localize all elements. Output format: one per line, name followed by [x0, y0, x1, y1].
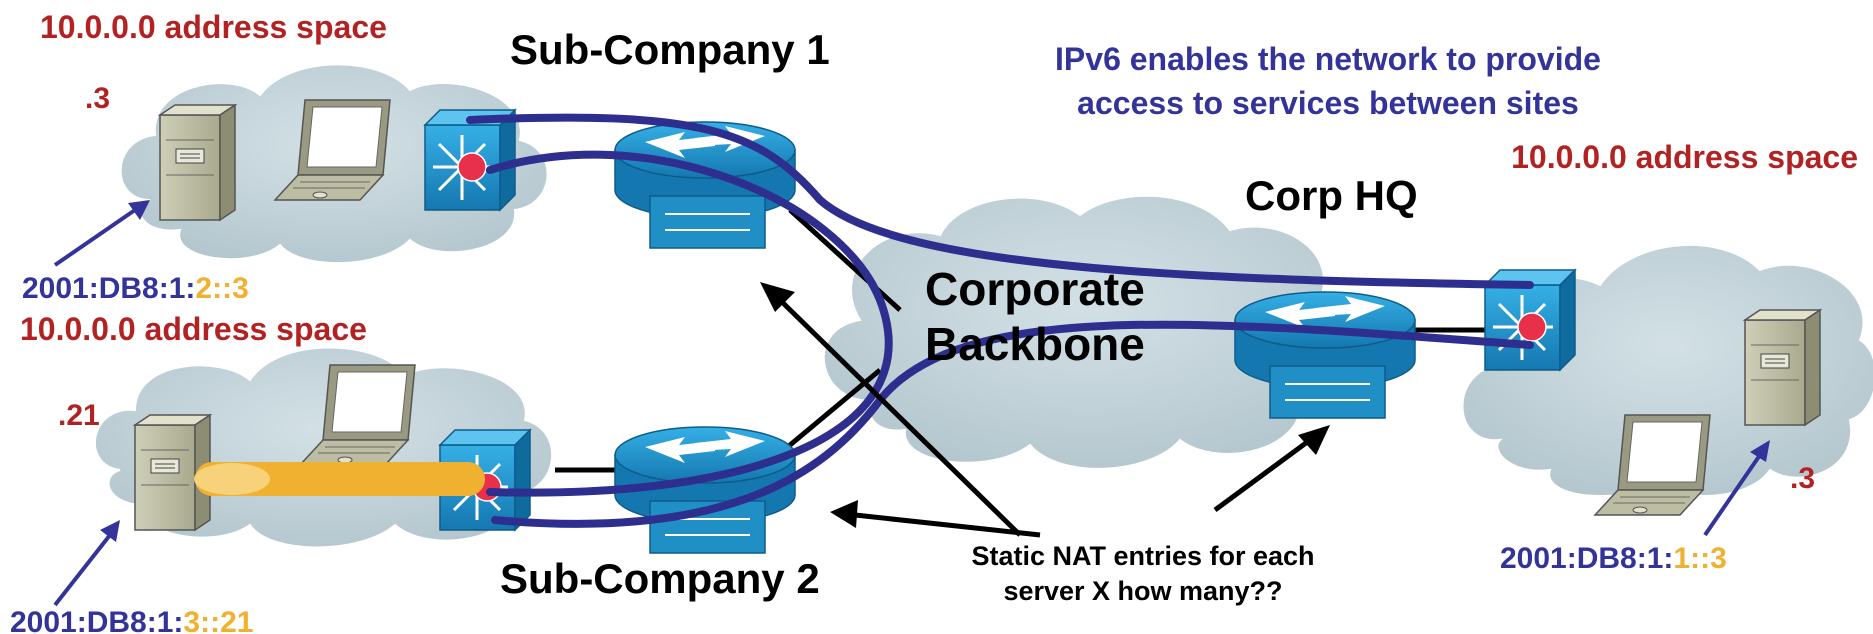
laptop-icon: [273, 99, 391, 201]
router-icon: [614, 121, 796, 249]
nat-link: [194, 462, 485, 496]
sub1-address-space: 10.0.0.0 address space: [40, 9, 387, 45]
nat-note-line1: Static NAT entries for each: [971, 541, 1314, 571]
server-icon: [157, 103, 238, 222]
cloud-icon: [822, 194, 1354, 470]
hq-address-space: 10.0.0.0 address space: [1511, 139, 1858, 175]
sub1-title: Sub-Company 1: [510, 26, 830, 73]
hq-host: .3: [1790, 462, 1815, 495]
multilayer-switch-icon: [423, 108, 517, 212]
sub1-host: .3: [85, 82, 110, 115]
sub2-title: Sub-Company 2: [500, 555, 820, 602]
backbone-label-line2: Backbone: [925, 318, 1145, 370]
laptop-icon: [298, 364, 416, 466]
sub2-host: .21: [58, 399, 100, 432]
ipv6-paths: [466, 113, 1534, 528]
nat-arrows: [760, 282, 1330, 538]
ipv6-note-line2: access to services between sites: [1077, 85, 1579, 121]
sub2-ipv6-address: 2001:DB8:1:3::21: [10, 606, 253, 634]
sub2-address-space: 10.0.0.0 address space: [20, 311, 367, 347]
laptop-icon: [1593, 414, 1711, 516]
ipv6-note-line1: IPv6 enables the network to provide: [1055, 41, 1601, 77]
hq-ipv6-address: 2001:DB8:1:1::3: [1500, 542, 1727, 575]
hq-title: Corp HQ: [1245, 172, 1418, 219]
address-arrows: [53, 200, 1770, 607]
multilayer-switch-icon: [1483, 268, 1577, 372]
nat-note-line2: server X how many??: [1003, 576, 1282, 606]
sub1-ipv6-address: 2001:DB8:1:2::3: [22, 272, 249, 305]
backbone-label-line1: Corporate: [925, 263, 1145, 315]
server-icon: [1742, 308, 1823, 427]
